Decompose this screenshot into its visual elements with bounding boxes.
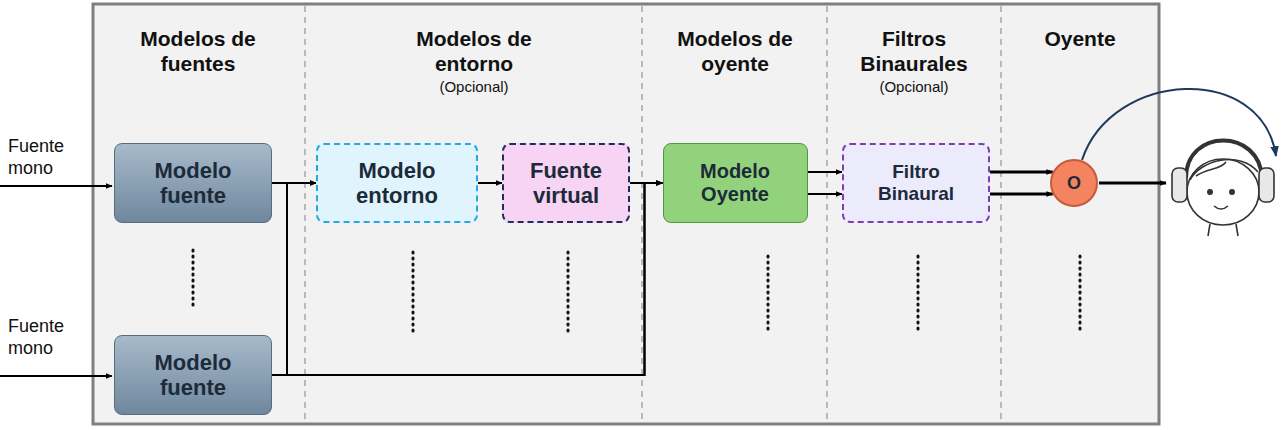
node-text: Modelo fuente xyxy=(133,350,253,401)
input-label: Fuente mono xyxy=(8,136,88,179)
virtual-source-box: Fuente virtual xyxy=(502,143,630,223)
column-heading: Oyente xyxy=(1020,26,1140,51)
source-model-box: Modelo fuente xyxy=(114,335,272,415)
node-text: O xyxy=(1067,173,1081,194)
connector-arrow xyxy=(272,183,316,375)
node-text: Modelo entorno xyxy=(332,158,462,209)
column-heading: Modelos de fuentes xyxy=(128,26,268,76)
optional-note: (Opcional) xyxy=(414,78,534,96)
output-arrow xyxy=(1099,182,1166,185)
input-arrows xyxy=(0,186,112,376)
listener-head xyxy=(1172,141,1274,237)
connector-arrow xyxy=(990,193,1053,196)
connector-arrow xyxy=(630,182,663,184)
node-text: Fuente virtual xyxy=(516,158,616,209)
binaural-filter-box: Filtro Binaural xyxy=(842,143,990,223)
column-heading: Modelos de oyente xyxy=(665,26,805,76)
connector-arrow xyxy=(808,171,843,173)
environment-model-box: Modelo entorno xyxy=(316,143,478,223)
listener-model-box: Modelo Oyente xyxy=(663,143,808,223)
input-label: Fuente mono xyxy=(8,316,88,359)
connector-arrow xyxy=(808,193,843,195)
connector-arrow xyxy=(990,171,1053,174)
output-circle: O xyxy=(1050,159,1098,207)
node-text: Modelo fuente xyxy=(133,158,253,209)
column-separators xyxy=(305,6,1001,422)
node-text: Filtro Binaural xyxy=(860,161,972,205)
optional-note: (Opcional) xyxy=(854,78,974,96)
ellipsis-dots xyxy=(193,250,1080,336)
connector-arrow xyxy=(478,182,502,184)
source-model-box: Modelo fuente xyxy=(114,143,272,223)
node-text: Modelo Oyente xyxy=(680,160,790,206)
column-heading: Filtros Binaurales xyxy=(854,26,974,76)
panel xyxy=(93,4,1159,424)
column-heading: Modelos de entorno xyxy=(404,26,544,76)
